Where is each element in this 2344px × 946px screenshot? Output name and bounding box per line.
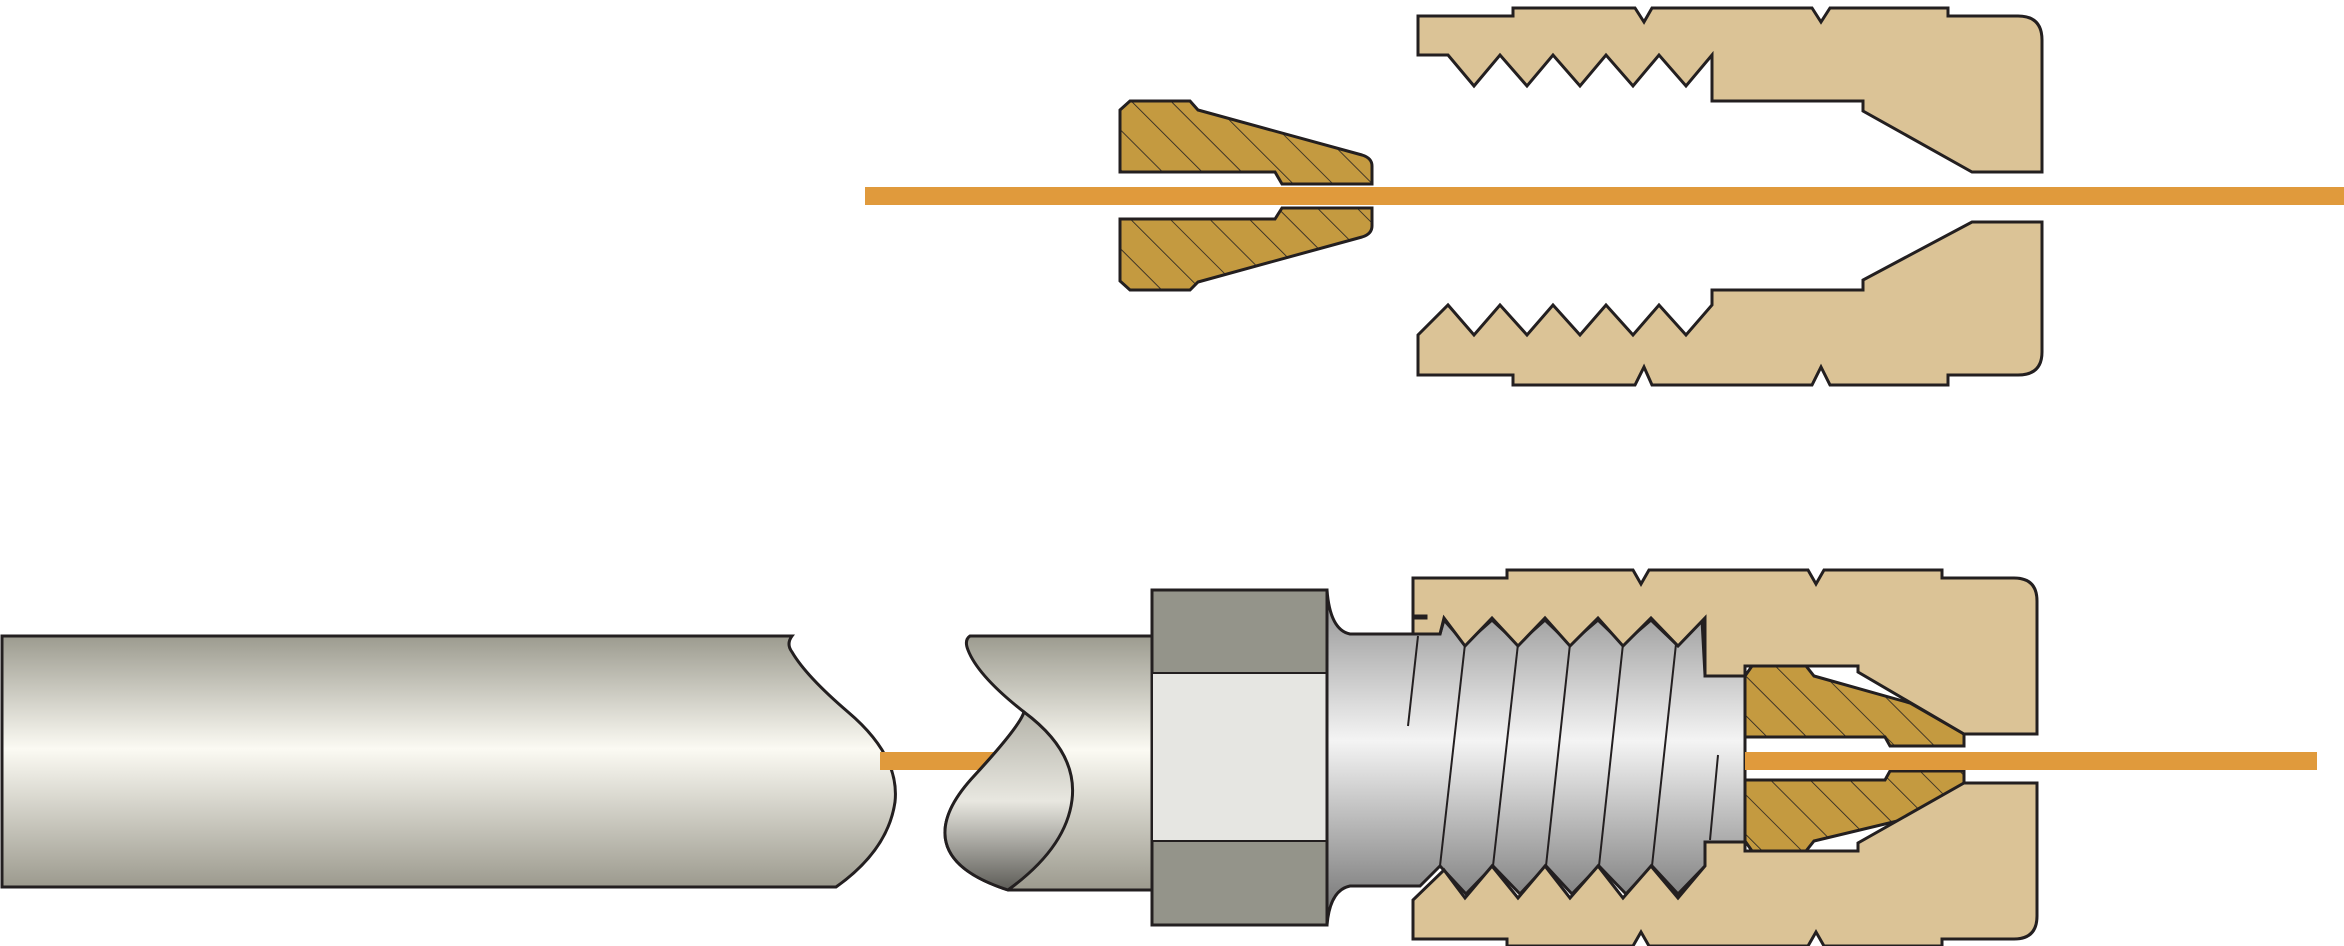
assembled-view: [0, 568, 2317, 946]
thread-lines: [1407, 635, 1719, 867]
compression-nut-assembled-lower: [1411, 781, 2039, 946]
fiber-line-bottom: [1745, 752, 2317, 770]
compression-nut-assembled-upper: [1411, 568, 2039, 736]
hex-flat-face: [1151, 672, 1328, 842]
ferrule-upper: [1118, 99, 1374, 186]
ferrule-lower: [1118, 206, 1374, 292]
compression-nut-upper: [1416, 6, 2044, 174]
compression-nut-lower: [1416, 220, 2044, 387]
tubing-segment-left: [0, 634, 897, 889]
fitting-body-cut-face: [943, 709, 1075, 892]
fiber-line-top: [865, 187, 2344, 205]
exploded-view: [865, 6, 2344, 387]
